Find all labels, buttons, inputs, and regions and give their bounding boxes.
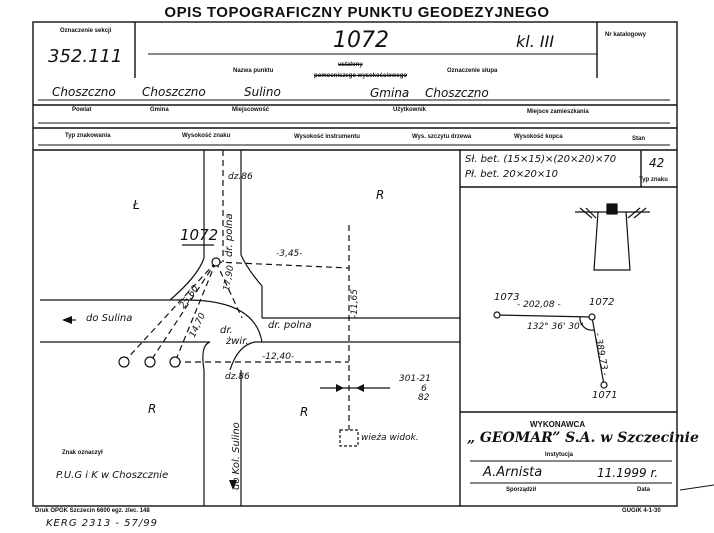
orientation-lines	[496, 314, 605, 386]
wys-instr-label: Wysokość instrumentu	[294, 134, 360, 140]
arrow-left	[62, 316, 72, 324]
dr-polna-vertical: dr. polna	[224, 213, 235, 257]
author-value: A.Arnista	[483, 465, 543, 480]
ref-top: 301-21	[399, 374, 431, 384]
sketch-point-label: 1072	[180, 226, 219, 244]
letter-R-3: R	[300, 405, 309, 419]
do-kol-sulino-label: do Kol. Sulino	[231, 422, 242, 490]
powiat-label: Powiat	[72, 107, 92, 113]
orient-dist1: - 202,08 -	[517, 300, 561, 310]
zwir-label: żwir.	[226, 336, 249, 347]
sheet-value: 352.111	[48, 46, 123, 67]
miejscowosc-value: Sulino	[244, 85, 281, 99]
outer-frame	[32, 21, 678, 507]
print-info: Druk OPGK Szczecin 6600 egz. zlec. 148	[35, 508, 150, 514]
name-sub2: pomocniczego wysokościowego	[314, 73, 408, 79]
letter-L: Ł	[133, 198, 140, 212]
point-1072-marker	[211, 257, 221, 267]
sign-cross-section	[575, 203, 650, 271]
institution-label: Instytucja	[545, 452, 574, 458]
kerg-number: KERG 2313 - 57/99	[46, 518, 158, 529]
ref-bottom: 82	[418, 393, 430, 403]
dz86-top-label: dz.86	[228, 172, 253, 182]
signed-by-value: P.U.G i K w Choszcznie	[56, 470, 169, 481]
date-value: 11.1999 r.	[597, 466, 659, 480]
dr-label: dr.	[220, 325, 233, 336]
contractor-name: „ GEOMAR” S.A. w Szczecinie	[467, 430, 699, 446]
miejscowosc-label: Miejscowość	[232, 107, 270, 113]
author-label: Sporządził	[506, 487, 537, 493]
letter-R-2: R	[148, 402, 157, 416]
tower-label: wieża widok.	[361, 433, 419, 443]
gmina-value: Choszczno	[425, 86, 489, 100]
wys-znaku-label: Wysokość znaku	[182, 133, 231, 139]
name-label: Nazwa punktu	[233, 68, 274, 74]
witness-point-3	[169, 356, 181, 368]
uzytkownik-label: Użytkownik	[393, 107, 427, 113]
gmina-caption: Gmina	[150, 107, 169, 113]
date-label: Data	[637, 487, 651, 493]
sign-line2: Pł. bet. 20×20×10	[465, 169, 558, 180]
sign-line1: Sł. bet. (15×15)×(20×20)×70	[465, 154, 617, 165]
keep-label: Oznaczenie słupa	[447, 68, 498, 74]
sign-type-value: 42	[649, 156, 665, 170]
letter-R-1: R	[376, 188, 385, 202]
sign-by-label: Znak oznaczył	[62, 450, 103, 456]
name-sub1: ustalony	[338, 62, 363, 68]
point-number: 1072	[333, 28, 389, 53]
wys-szczytu-label: Wys. szczytu drzewa	[412, 134, 472, 140]
form-title: OPIS TOPOGRAFICZNY PUNKTU GEODEZYJNEGO	[164, 4, 550, 21]
sheet-label: Oznaczenie sekcji	[60, 28, 112, 34]
do-sulina-label: do Sulina	[86, 313, 133, 324]
class-value: kl. III	[516, 32, 555, 51]
orient-p1071: 1071	[592, 390, 618, 401]
gmina-city-value: Choszczno	[142, 85, 206, 99]
dist-345: -3,45-	[276, 249, 303, 259]
sign-type-label: Typ znaku	[639, 177, 668, 183]
orient-angle: 132° 36' 30"	[527, 322, 584, 332]
tower-marker	[339, 429, 359, 447]
dist-1240: -12,40-	[262, 352, 295, 362]
catalog-label: Nr katalogowy	[605, 32, 647, 38]
contractor-label: WYKONAWCA	[530, 420, 586, 429]
typ-label: Typ znakowania	[65, 133, 111, 139]
dist-1165: -11,65	[350, 288, 360, 318]
orient-p1073: 1073	[494, 292, 520, 303]
arrow-down	[229, 480, 237, 490]
witness-point-2	[144, 356, 156, 368]
powiat-value: Choszczno	[52, 85, 116, 99]
miejsce-label: Miejsce zamieszkania	[527, 109, 589, 115]
form-code: GUGiK 4-1-30	[622, 508, 661, 514]
gmina-label-handwritten: Gmina	[370, 86, 410, 100]
witness-point-1	[118, 356, 130, 368]
ref-mid: 6	[421, 384, 427, 394]
orient-p1072: 1072	[589, 297, 615, 308]
dz86-bottom-label: dz.86	[225, 372, 250, 382]
wys-kopca-label: Wysokość kopca	[514, 134, 563, 140]
stan-label: Stan	[632, 136, 646, 142]
sketch-lines	[40, 150, 460, 506]
dr-polna-horizontal: dr. polna	[268, 320, 312, 331]
